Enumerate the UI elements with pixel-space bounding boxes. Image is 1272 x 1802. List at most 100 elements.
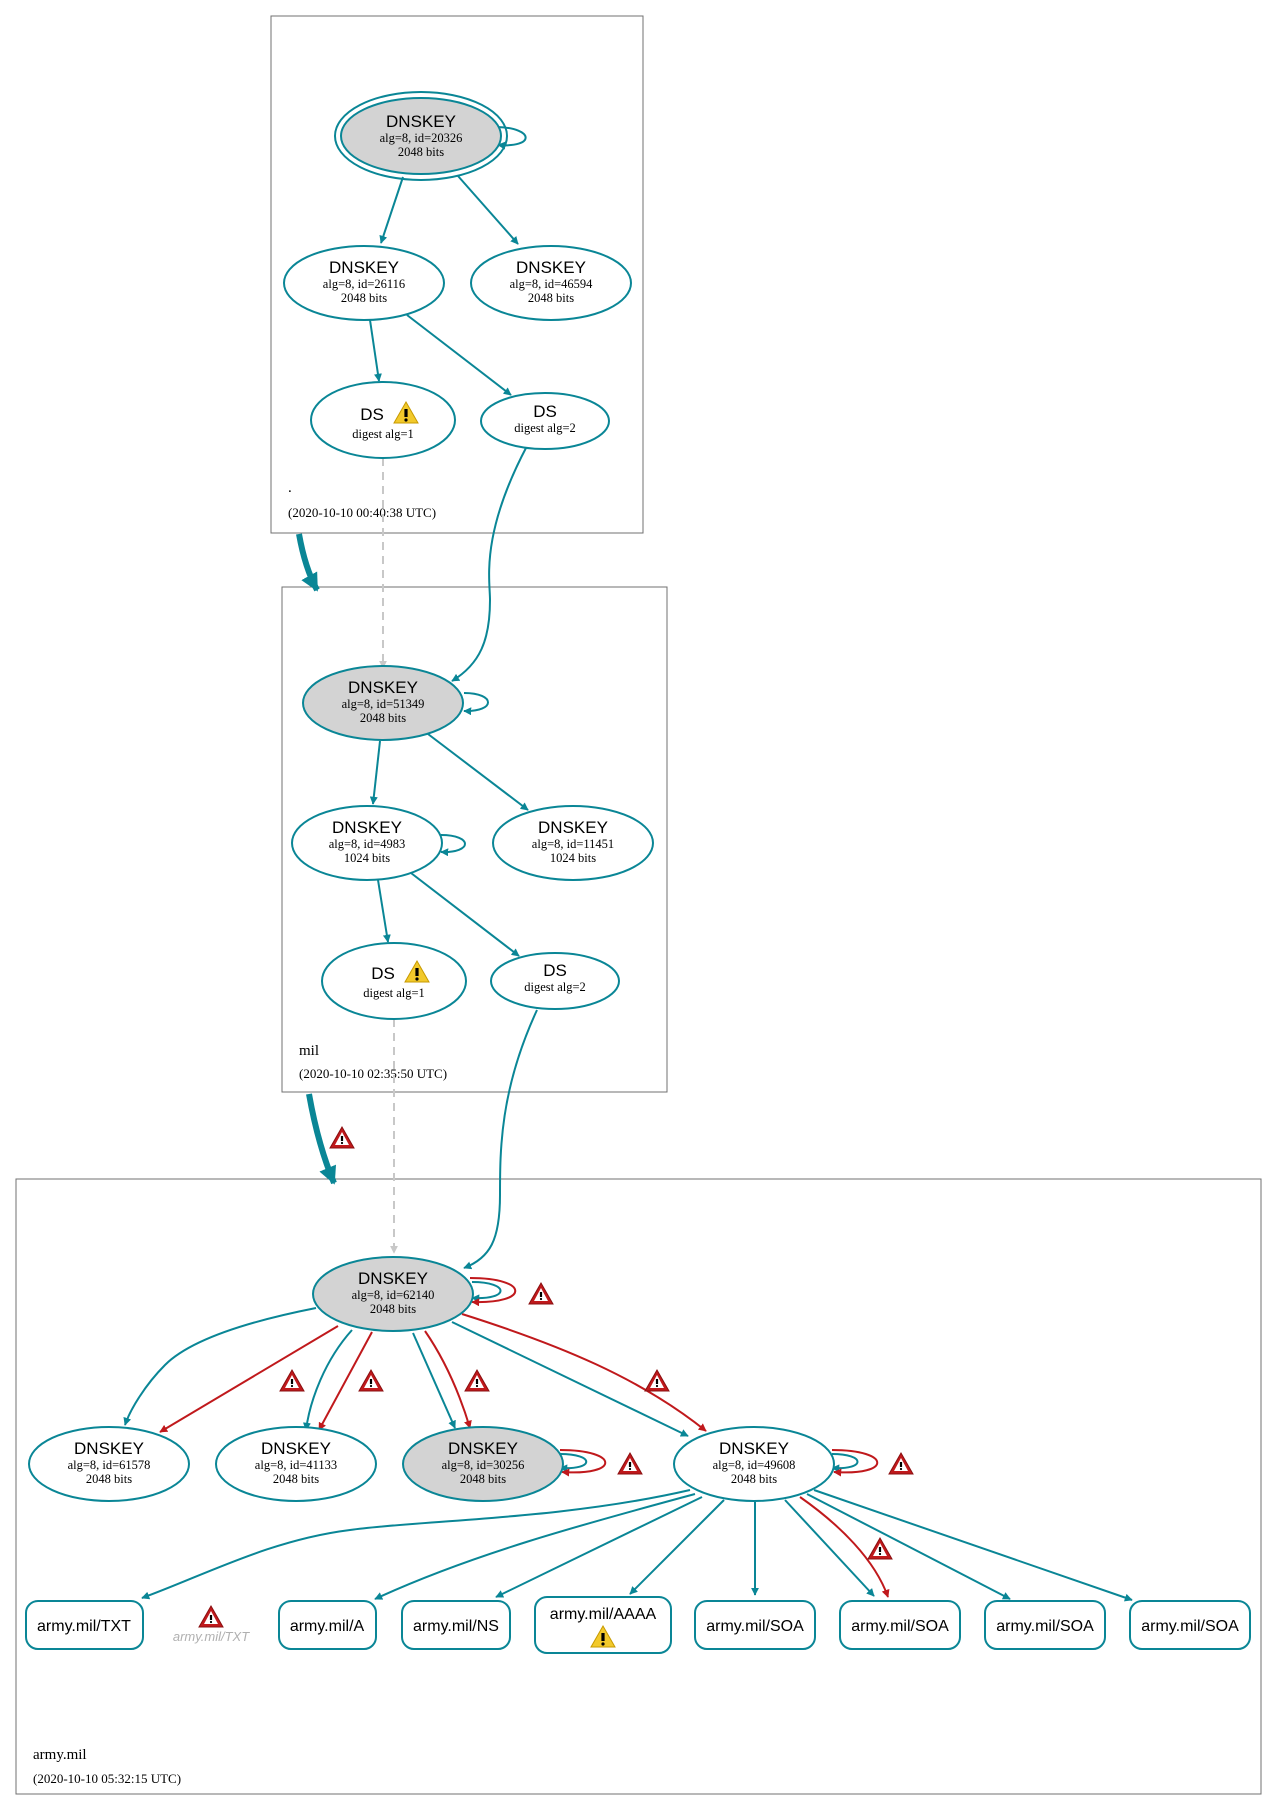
node-alg-id: alg=8, id=46594 [510,277,594,291]
zone-mil-timestamp: (2020-10-10 02:35:50 UTC) [299,1066,447,1081]
node-alg-id: alg=8, id=61578 [68,1458,151,1472]
rrset-node-soa-1[interactable]: army.mil/SOA [694,1600,816,1650]
node-title: DS [360,405,384,424]
rrset-label: army.mil/SOA [996,1618,1094,1635]
edge-62140-61578-teal [123,1307,317,1426]
rrset-label: army.mil/SOA [1141,1618,1239,1635]
rrset-node-soa-3[interactable]: army.mil/SOA [984,1600,1106,1650]
edge-root-ds2-mil-ksk [451,445,528,682]
dnskey-node-army-61578[interactable]: DNSKEY alg=8, id=61578 2048 bits [28,1426,190,1502]
self-loop-49608-red [831,1449,879,1477]
node-alg-id: alg=8, id=51349 [342,697,425,711]
self-loop-30256-error-icon [617,1452,643,1475]
node-title: DNSKEY [332,818,402,837]
zone-army-mil-timestamp: (2020-10-10 05:32:15 UTC) [33,1771,181,1786]
self-loop-30256-red [559,1449,607,1477]
self-loop-62140-error-icon [528,1282,554,1305]
zone-root [270,15,644,534]
self-loop-mil-ksk [463,692,489,716]
dnskey-node-army-49608[interactable]: DNSKEY alg=8, id=49608 2048 bits [673,1426,835,1502]
ds-node-root-alg1[interactable]: DS digest alg=1 [310,381,456,459]
zone-army-mil-name: army.mil [33,1747,87,1763]
node-key-size: 2048 bits [341,291,387,305]
node-title: DNSKEY [516,258,586,277]
edge-62140-61578-error-icon [279,1369,305,1392]
zone-root-name: . [288,480,292,496]
edge-49608-soa3 [806,1493,1011,1600]
node-title: DNSKEY [358,1269,428,1288]
node-key-size: 1024 bits [550,851,596,865]
node-alg-id: alg=8, id=20326 [380,131,463,145]
edge-49608-soa2-error-icon [867,1537,893,1560]
dnskey-node-mil-51349[interactable]: DNSKEY alg=8, id=51349 2048 bits [302,665,464,741]
dnskey-node-mil-4983[interactable]: DNSKEY alg=8, id=4983 1024 bits [291,805,443,881]
delegation-edge-root-mil [296,533,320,592]
edge-49608-soa2-teal [784,1499,875,1597]
node-title: DS [371,964,395,983]
edge-62140-49608-error-icon [644,1369,670,1392]
ds-node-root-alg2[interactable]: DS digest alg=2 [480,392,610,450]
edge-49608-soa2-red [799,1496,890,1598]
node-title: DNSKEY [74,1439,144,1458]
ds-node-mil-alg1[interactable]: DS digest alg=1 [321,942,467,1020]
edge-49608-a [374,1493,696,1600]
rrset-node-soa-4[interactable]: army.mil/SOA [1129,1600,1251,1650]
self-loop-62140-red [469,1277,517,1307]
zone-mil [281,586,668,1093]
node-digest: digest alg=1 [352,427,414,441]
node-title: DNSKEY [719,1439,789,1458]
zone-mil-name: mil [299,1043,319,1059]
dnskey-node-army-30256[interactable]: DNSKEY alg=8, id=30256 2048 bits [402,1426,564,1502]
dnskey-node-root-46594[interactable]: DNSKEY alg=8, id=46594 2048 bits [470,245,632,321]
node-alg-id: alg=8, id=4983 [329,837,406,851]
edge-4983-ds1 [377,879,391,943]
rrset-node-txt[interactable]: army.mil/TXT [25,1600,144,1650]
node-digest: digest alg=1 [363,986,425,1000]
rrset-node-aaaa[interactable]: army.mil/AAAA [534,1596,672,1654]
node-alg-id: alg=8, id=62140 [352,1288,435,1302]
edge-62140-49608-red [461,1313,707,1432]
self-loop-root-ksk [496,126,527,150]
node-key-size: 2048 bits [360,711,406,725]
dnskey-node-army-62140[interactable]: DNSKEY alg=8, id=62140 2048 bits [312,1256,474,1332]
rrset-label: army.mil/NS [413,1618,499,1635]
node-title: DNSKEY [538,818,608,837]
rrset-node-soa-2[interactable]: army.mil/SOA [839,1600,961,1650]
node-key-size: 2048 bits [731,1472,777,1486]
edge-4983-ds2 [410,872,520,957]
delegation-edge-mil-army [306,1093,337,1185]
dnskey-node-mil-11451[interactable]: DNSKEY alg=8, id=11451 1024 bits [492,805,654,881]
edge-49608-soa4 [813,1489,1133,1602]
rrset-node-a[interactable]: army.mil/A [278,1600,377,1650]
edge-mil-ds2-army-ksk [463,1009,538,1270]
edge-62140-49608-teal [451,1321,689,1437]
self-loop-mil-4983 [440,834,466,857]
node-alg-id: alg=8, id=41133 [255,1458,337,1472]
node-key-size: 2048 bits [273,1472,319,1486]
dnskey-node-army-41133[interactable]: DNSKEY alg=8, id=41133 2048 bits [215,1426,377,1502]
edge-49608-ns [495,1496,703,1598]
self-loop-49608-error-icon [888,1452,914,1475]
rrset-label: army.mil/SOA [706,1618,804,1635]
dnskey-node-root-20326[interactable]: DNSKEY alg=8, id=20326 2048 bits [334,91,508,181]
rrset-node-ns[interactable]: army.mil/NS [401,1600,511,1650]
node-title: DS [543,961,567,980]
edge-62140-30256-red [424,1330,472,1429]
edge-62140-30256-error-icon [464,1369,490,1392]
node-title: DNSKEY [386,112,456,131]
node-alg-id: alg=8, id=30256 [442,1458,525,1472]
self-loop-30256-teal [559,1453,588,1473]
edge-62140-41133-error-icon [358,1369,384,1392]
node-alg-id: alg=8, id=26116 [323,277,405,291]
ds-node-mil-alg2[interactable]: DS digest alg=2 [490,952,620,1010]
self-loop-49608-teal [831,1453,859,1473]
dnskey-node-root-26116[interactable]: DNSKEY alg=8, id=26116 2048 bits [283,245,445,321]
edge-mil-ksk-4983 [369,740,381,805]
node-key-size: 2048 bits [86,1472,132,1486]
zone-root-timestamp: (2020-10-10 00:40:38 UTC) [288,505,436,520]
edge-root-ksk-26116 [379,176,404,244]
rrset-label: army.mil/SOA [851,1618,949,1635]
node-title: DS [533,402,557,421]
delegation-error-icon [329,1126,355,1149]
